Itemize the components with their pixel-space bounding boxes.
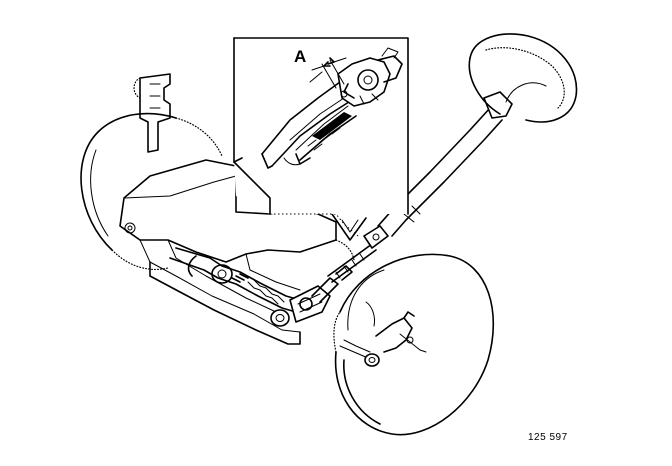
right-wheel (333, 253, 495, 436)
detail-callout-arrow (270, 213, 367, 241)
detail-inset: A (233, 37, 409, 215)
steering-rack (169, 247, 301, 327)
reference-number: 125 597 (528, 432, 568, 443)
left-wheel (80, 112, 223, 271)
subframe (119, 159, 355, 345)
tie-rod-end (339, 301, 427, 367)
detail-label-a: A (294, 47, 306, 66)
steering-wheel (468, 33, 578, 123)
left-strut (133, 73, 171, 153)
intermediate-shaft (327, 225, 389, 283)
